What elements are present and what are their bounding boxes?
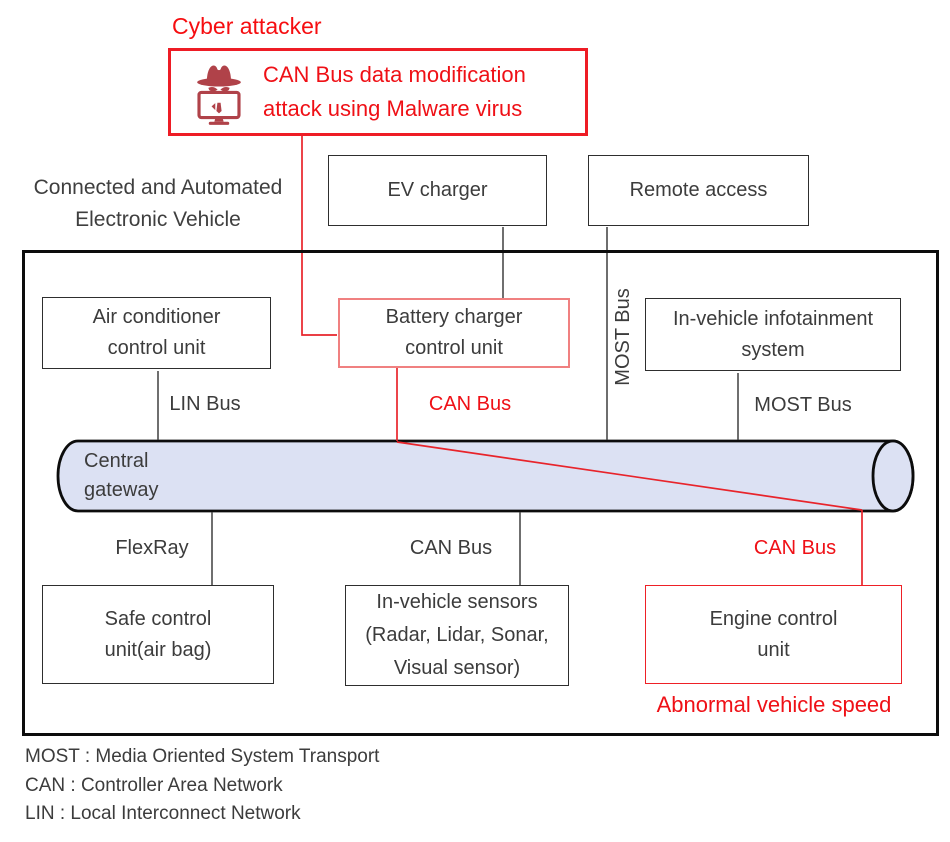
- lin-bus-label: LIN Bus: [169, 393, 241, 415]
- vehicle-caption-line2: Electronic Vehicle: [75, 208, 241, 231]
- attack-text-line1: CAN Bus data modification: [263, 62, 526, 87]
- can-bus-attacked-top-label: CAN Bus: [428, 393, 512, 415]
- engine-line2: unit: [757, 638, 790, 661]
- legend-can: CAN : Controller Area Network: [25, 774, 283, 796]
- wire-attacker-to-battery: [301, 132, 337, 336]
- sensors-line3: Visual sensor): [393, 657, 521, 679]
- infotainment-line2: system: [741, 338, 805, 361]
- sensors-line2: (Radar, Lidar, Sonar,: [365, 624, 549, 646]
- air-conditioner-line1: Air conditioner: [92, 306, 221, 328]
- safe-control-line1: Safe control: [104, 607, 212, 630]
- vehicle-caption: Connected and Automated Electronic Vehic…: [8, 172, 308, 236]
- central-gateway-cylinder: [56, 439, 915, 513]
- air-conditioner-line2: control unit: [107, 337, 206, 359]
- legend-lin: LIN : Local Interconnect Network: [25, 803, 301, 824]
- battery-charger-box: Battery charger control unit: [338, 298, 570, 368]
- abnormal-speed-alert: Abnormal vehicle speed: [656, 692, 892, 717]
- ev-charger-label: EV charger: [387, 179, 488, 201]
- most-bus-vertical-label: MOST Bus: [612, 288, 634, 386]
- remote-access-label: Remote access: [629, 179, 768, 201]
- safe-control-box: Safe control unit(air bag): [42, 585, 274, 684]
- remote-access-box: Remote access: [588, 155, 809, 226]
- engine-line1: Engine control: [709, 607, 838, 630]
- engine-control-box: Engine control unit: [645, 585, 902, 684]
- attack-text-line2: attack using Malware virus: [263, 96, 523, 121]
- vehicle-caption-line1: Connected and Automated: [33, 176, 283, 199]
- infotainment-box: In-vehicle infotainment system: [645, 298, 901, 371]
- wire-attack-diagonal-through-gateway: [396, 441, 863, 511]
- infotainment-line1: In-vehicle infotainment: [672, 307, 874, 330]
- cyber-attacker-heading: Cyber attacker: [172, 13, 322, 39]
- most-bus-bottom-label: MOST Bus: [754, 394, 852, 416]
- air-conditioner-box: Air conditioner control unit: [42, 297, 271, 369]
- hacker-icon: [197, 65, 241, 125]
- battery-charger-line1: Battery charger: [385, 306, 523, 328]
- in-vehicle-sensors-box: In-vehicle sensors (Radar, Lidar, Sonar,…: [345, 585, 569, 686]
- legend-most: MOST : Media Oriented System Transport: [25, 746, 380, 767]
- can-bus-attacked-bottom-label: CAN Bus: [753, 537, 837, 559]
- sensors-line1: In-vehicle sensors: [376, 591, 538, 613]
- acronym-legend: MOST : Media Oriented System Transport C…: [25, 743, 379, 829]
- vehicle-boundary-box: [22, 250, 939, 736]
- attack-description-box: CAN Bus data modification attack using M…: [168, 48, 588, 136]
- ev-charger-box: EV charger: [328, 155, 547, 226]
- attack-description-text: CAN Bus data modification attack using M…: [263, 58, 526, 126]
- can-bus-sensors-label: CAN Bus: [409, 537, 493, 559]
- gateway-line1: Central: [84, 450, 149, 472]
- flexray-label: FlexRay: [115, 537, 189, 559]
- cylinder-end-cap: [871, 439, 915, 513]
- central-gateway-label: Central gateway: [84, 447, 159, 505]
- gateway-line2: gateway: [84, 479, 159, 501]
- battery-charger-line2: control unit: [405, 337, 503, 359]
- safe-control-line2: unit(air bag): [104, 638, 212, 661]
